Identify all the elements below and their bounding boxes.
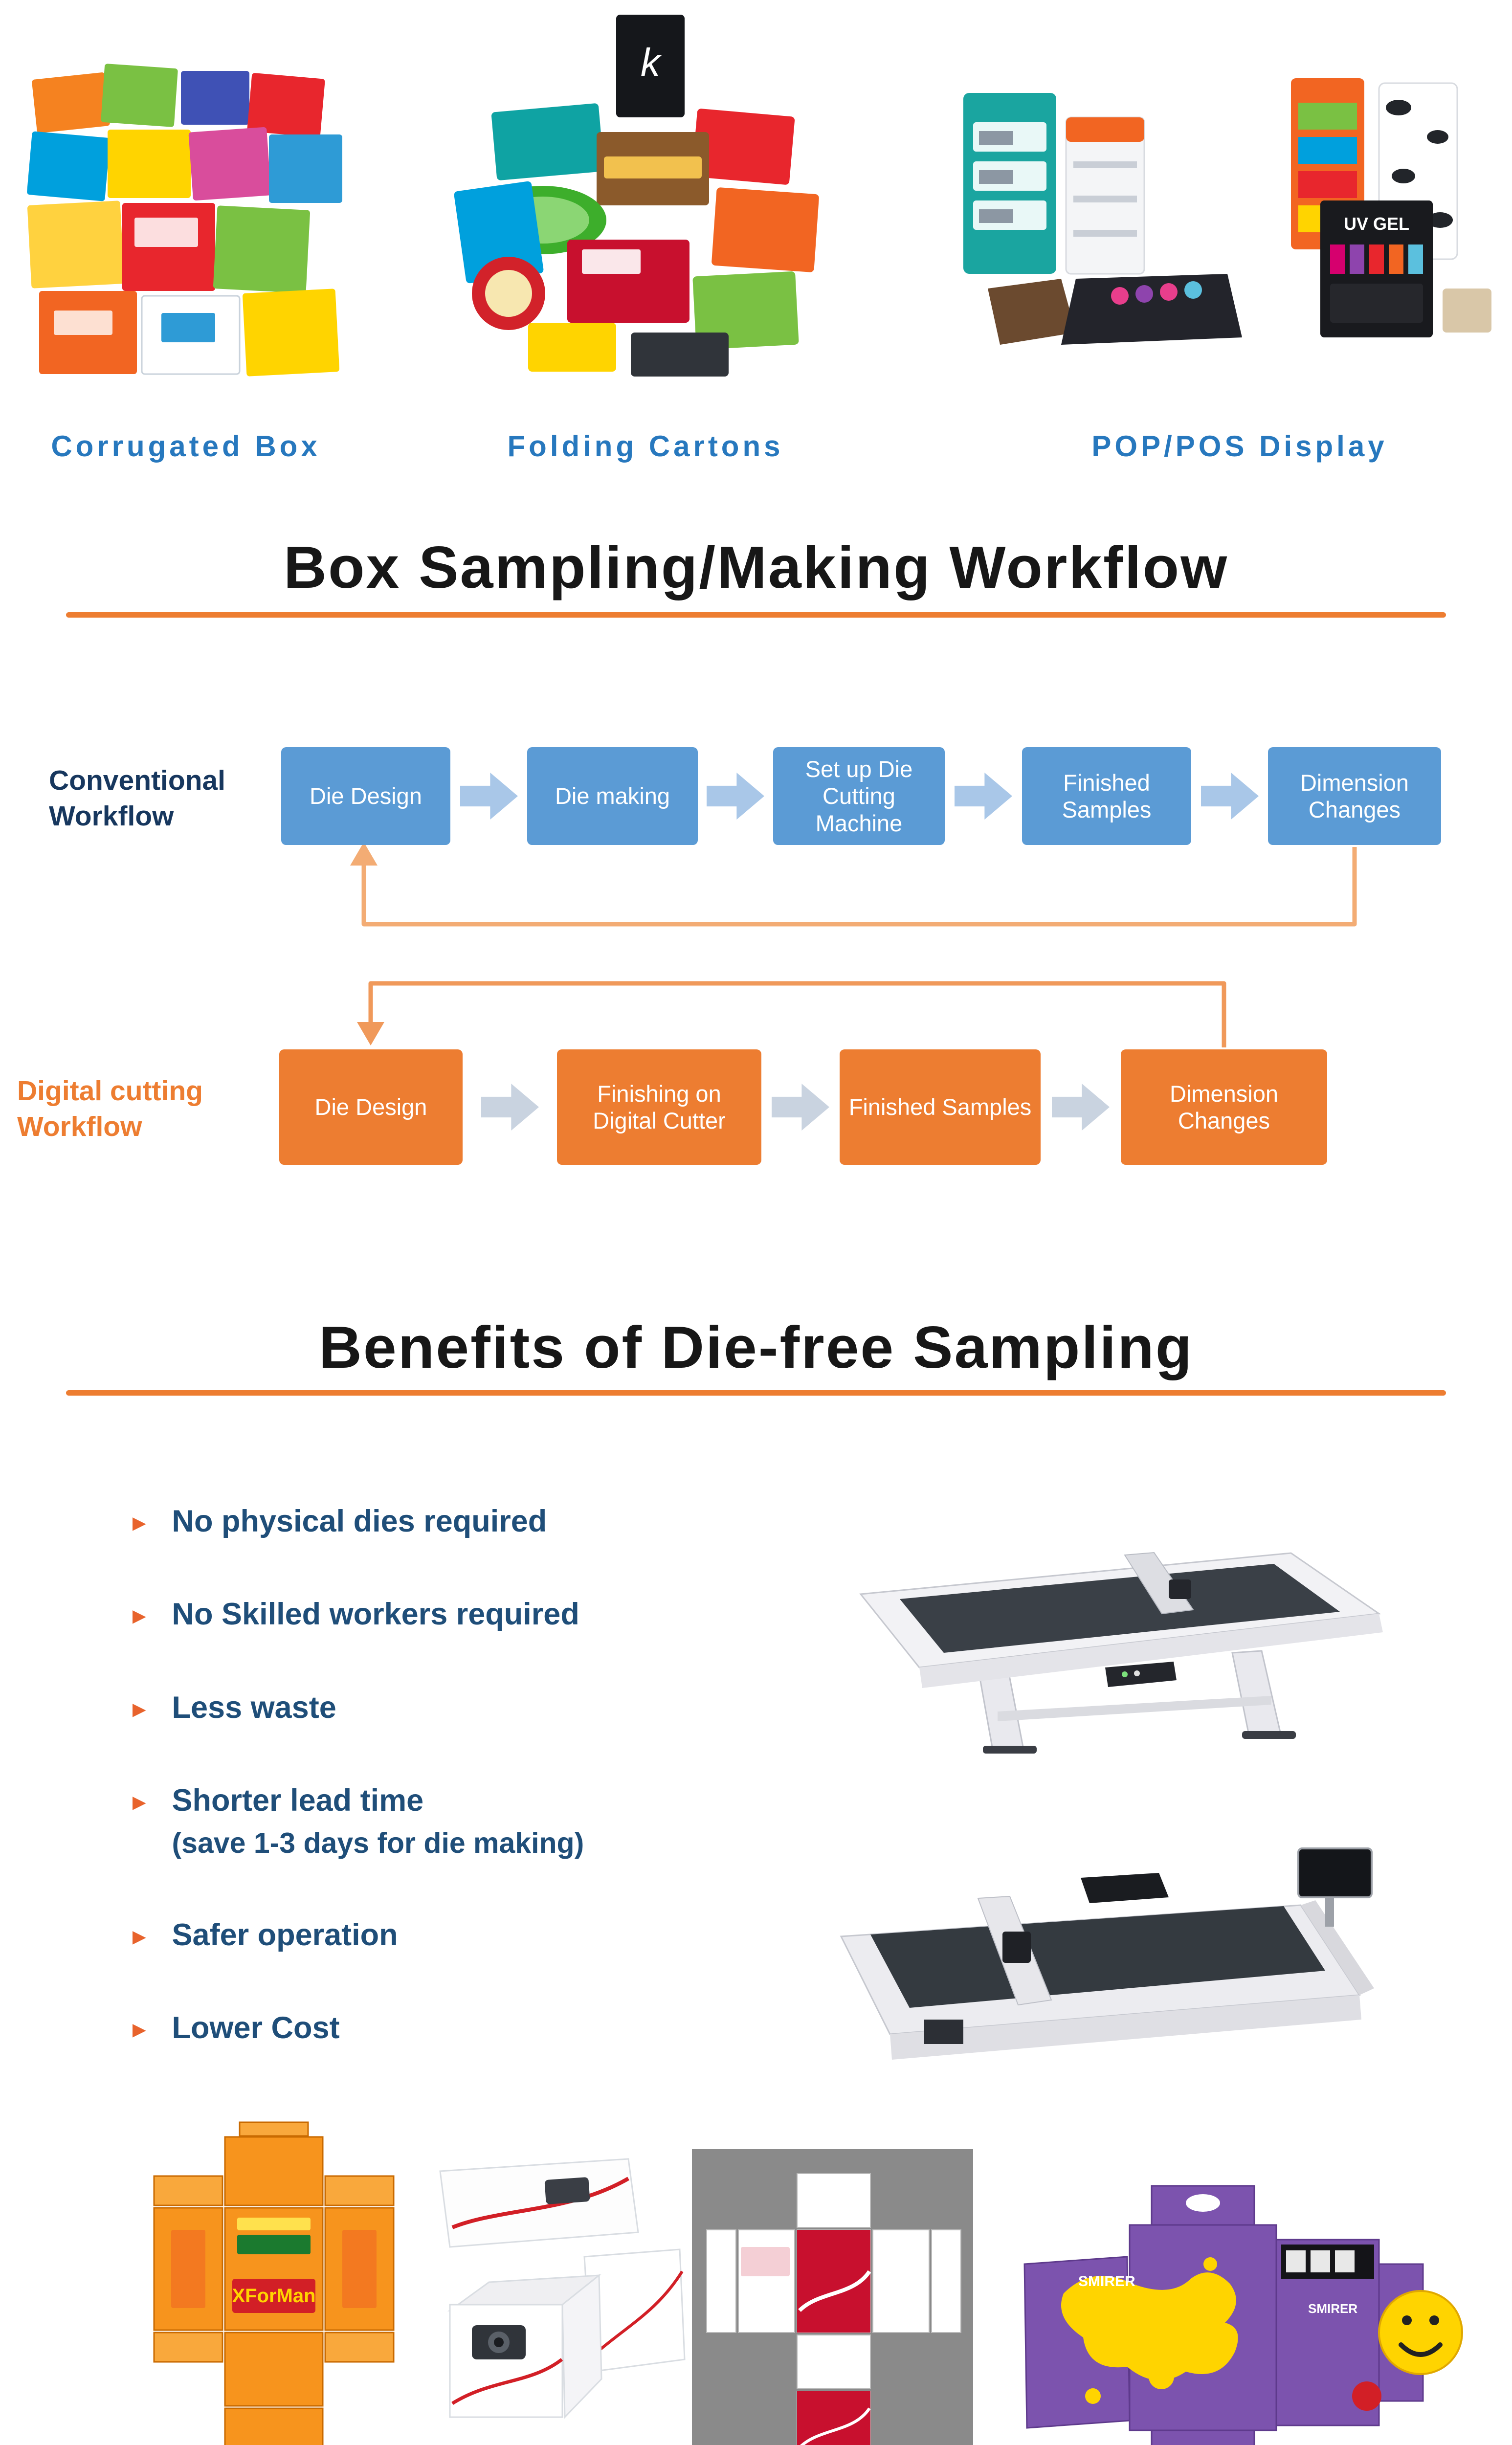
triangle-bullet-icon: ►: [128, 1603, 151, 1629]
benefits-title-underline: [66, 1390, 1446, 1396]
benefit-item: ► Safer operation: [128, 1917, 813, 1953]
digital-step-finishing-cutter: Finishing on Digital Cutter: [557, 1049, 761, 1165]
red-dieline-illustration: [692, 2149, 973, 2445]
digital-step-finished-samples: Finished Samples: [840, 1049, 1041, 1165]
flow-arrow-icon: [1201, 773, 1259, 820]
xforman-brand-text: XForMan: [232, 2285, 315, 2307]
benefit-text: Less waste: [172, 1690, 336, 1725]
workflow-diagram: Conventional Workflow Die Design Die mak…: [0, 709, 1512, 1198]
folding-cartons-image: k: [421, 10, 870, 391]
conventional-step-dimension-changes: Dimension Changes: [1268, 747, 1441, 845]
category-label-folding-cartons: Folding Cartons: [507, 430, 784, 463]
conventional-workflow-label: Conventional Workflow: [49, 765, 226, 832]
conventional-step-die-design: Die Design: [281, 747, 450, 845]
flow-arrow-icon: [955, 773, 1012, 820]
benefit-text: Safer operation: [172, 1917, 398, 1952]
benefit-text: Lower Cost: [172, 2011, 340, 2045]
conventional-step-finished-samples: Finished Samples: [1022, 747, 1191, 845]
flatbed-cutter-illustration-2: [840, 1847, 1374, 2060]
benefit-item: ► No Skilled workers required: [128, 1597, 813, 1632]
benefit-item: ► Lower Cost: [128, 2010, 813, 2045]
folding-cartons-illustration: k: [454, 15, 819, 377]
flow-arrow-icon: [481, 1084, 539, 1131]
benefit-item: ► Shorter lead time (save 1-3 days for d…: [128, 1783, 813, 1859]
triangle-bullet-icon: ►: [128, 1696, 151, 1722]
triangle-bullet-icon: ►: [128, 1510, 151, 1535]
benefits-list: ► No physical dies required ► No Skilled…: [128, 1504, 813, 2104]
triangle-bullet-icon: ►: [128, 1923, 151, 1949]
uv-gel-display-text: UV GEL: [1344, 214, 1409, 234]
orange-dieline-image: XForMan: [127, 2117, 416, 2445]
orange-dieline-illustration: XForMan: [153, 2121, 395, 2445]
flow-arrow-icon: [460, 773, 518, 820]
category-label-pop-pos-display: POP/POS Display: [1091, 430, 1388, 463]
purple-dieline-image: SMIRER SMIRER: [1005, 2166, 1487, 2445]
flow-arrow-icon: [707, 773, 764, 820]
red-dieline-image: [692, 2149, 973, 2445]
category-label-corrugated-box: Corrugated Box: [51, 430, 321, 463]
flatbed-cutter-illustration-1: [859, 1552, 1383, 1754]
pop-pos-display-image: UV GEL: [914, 59, 1496, 381]
benefit-item: ► No physical dies required: [128, 1504, 813, 1539]
digital-workflow-label: Digital cutting Workflow: [17, 1075, 203, 1142]
flatbed-cutter-image-1: [831, 1506, 1394, 1760]
white-carton-design-image: [423, 2149, 689, 2445]
corrugated-box-illustration: [27, 64, 342, 377]
benefit-text: No Skilled workers required: [172, 1597, 579, 1632]
corrugated-box-image: [20, 46, 352, 389]
flow-arrow-icon: [772, 1084, 829, 1131]
digital-step-dimension-changes: Dimension Changes: [1121, 1049, 1327, 1165]
benefit-text: Shorter lead time: [172, 1783, 424, 1818]
benefit-text: No physical dies required: [172, 1504, 547, 1538]
feedback-arrow-up-icon: [350, 842, 378, 866]
workflow-title-underline: [66, 612, 1446, 618]
triangle-bullet-icon: ►: [128, 2017, 151, 2043]
black-box-monogram: k: [641, 41, 662, 84]
feedback-arrow-down-icon: [357, 1022, 384, 1045]
triangle-bullet-icon: ►: [128, 1789, 151, 1815]
white-carton-design-illustration: [439, 2158, 686, 2419]
benefits-section-title: Benefits of Die-free Sampling: [318, 1314, 1194, 1380]
smirer-brand-text: SMIRER: [1308, 2301, 1357, 2316]
flow-arrow-icon: [1052, 1084, 1110, 1131]
pop-pos-display-illustration: UV GEL: [963, 78, 1491, 345]
workflow-section-title: Box Sampling/Making Workflow: [283, 534, 1229, 600]
product-gallery: k: [0, 0, 1512, 479]
conventional-step-setup-machine: Set up Die Cutting Machine: [773, 747, 945, 845]
conventional-step-die-making: Die making: [527, 747, 698, 845]
benefit-note: (save 1-3 days for die making): [172, 1826, 584, 1859]
flatbed-cutter-image-2: [807, 1790, 1408, 2073]
purple-dieline-illustration: SMIRER SMIRER: [1023, 2185, 1463, 2445]
digital-step-die-design: Die Design: [279, 1049, 463, 1165]
benefit-item: ► Less waste: [128, 1690, 813, 1725]
smirer-brand-text: SMIRER: [1078, 2273, 1135, 2289]
